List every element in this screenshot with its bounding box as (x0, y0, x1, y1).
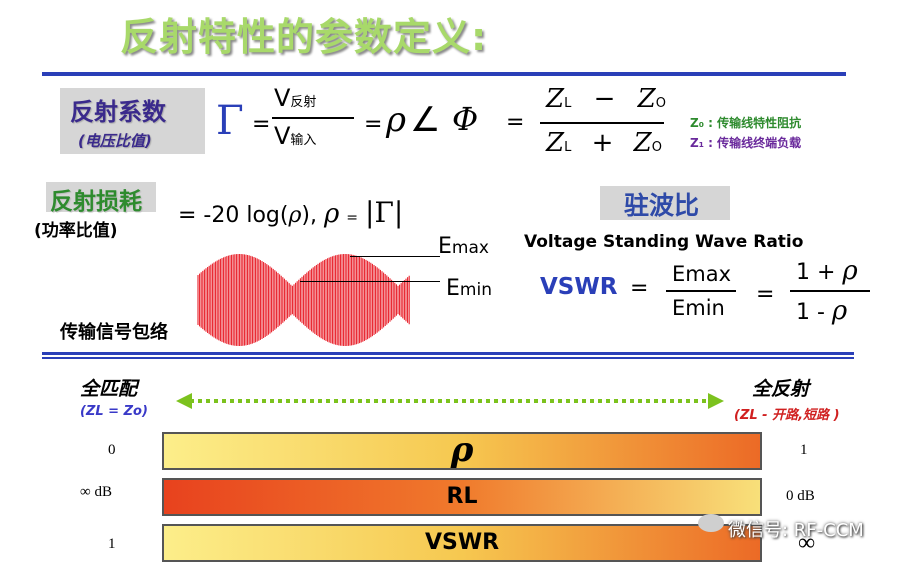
wechat-icon (698, 514, 724, 532)
rl-left-value: ∞ dB (80, 484, 112, 500)
v-input: V输入 (274, 122, 317, 150)
fraction-line-v (272, 117, 354, 119)
vswr-bar: VSWR (162, 524, 762, 562)
vswr-fraction-line-2 (790, 290, 870, 292)
eq-1: = (252, 112, 271, 137)
reflection-coefficient-label: 反射系数 (70, 98, 166, 126)
rho-symbol: ρ (386, 100, 406, 140)
return-loss-box: 反射损耗 (46, 182, 156, 215)
numerator-zl-zo: ZL − ZO (546, 84, 666, 114)
envelope-label: 传输信号包络 (60, 322, 168, 343)
fraction-line-z (540, 122, 664, 124)
vswr-right-value: ∞ (798, 530, 816, 556)
vswr-english: Voltage Standing Wave Ratio (524, 232, 804, 252)
full-reflection-title: 全反射 (752, 378, 810, 400)
mid-divider-1 (42, 352, 854, 355)
rho-right-value: 1 (800, 442, 808, 458)
rl-bar-label: RL (446, 484, 478, 509)
emin-label: Emin (446, 276, 492, 301)
vswr-bar-label: VSWR (424, 530, 500, 555)
vswr-numerator-emax: Emax (672, 262, 732, 286)
watermark: 微信号: RF-CCM (728, 520, 864, 541)
rho-left-value: 0 (108, 442, 116, 458)
top-divider (42, 72, 846, 76)
v-reflect: V反射 (274, 84, 317, 112)
rl-right-value: 0 dB (786, 488, 815, 504)
rl-bar: RL (162, 478, 762, 516)
full-match-title: 全匹配 (80, 378, 138, 400)
vswr-box-label: 驻波比 (624, 191, 700, 220)
emax-label: Emax (438, 234, 489, 259)
vswr-numerator-1-plus-rho: 1 + ρ (796, 256, 858, 286)
double-arrow (176, 393, 724, 409)
angle-symbol: ∠ (410, 100, 441, 140)
vswr-eq-2: = (756, 282, 775, 307)
emax-leader-line (350, 256, 440, 257)
vswr-denominator-emin: Emin (672, 296, 725, 320)
rho-bar-label: ρ (450, 430, 474, 470)
page-title: 反射特性的参数定义: (120, 15, 488, 59)
vswr-box: 驻波比 (600, 186, 730, 220)
emin-leader-line (300, 281, 440, 282)
vswr-name: VSWR (540, 274, 618, 300)
gamma-symbol: Γ (216, 98, 244, 144)
full-match-condition: (ZL = Zo) (80, 404, 148, 419)
phi-symbol: Φ (452, 100, 479, 138)
return-loss-label: 反射损耗 (50, 189, 142, 215)
note-load: Z₁ : 传输线终端负载 (690, 136, 802, 150)
full-reflection-condition: (ZL - 开路,短路 ) (734, 408, 840, 423)
denominator-zl-zo: ZL + ZO (546, 128, 662, 158)
reflection-coefficient-sublabel: (电压比值) (78, 132, 152, 150)
signal-envelope-graphic (197, 254, 410, 346)
rho-bar: ρ (162, 432, 762, 470)
return-loss-sublabel: (功率比值) (34, 221, 118, 241)
eq-3: = (506, 110, 525, 135)
reflection-coefficient-box: 反射系数 (电压比值) (60, 88, 205, 154)
note-characteristic-impedance: Z₀ : 传输线特性阻抗 (690, 116, 802, 130)
vswr-eq-1: = (630, 276, 649, 301)
vswr-fraction-line-1 (666, 290, 736, 292)
return-loss-formula: = -20 log(ρ), ρ = |Γ| (178, 196, 404, 229)
vswr-left-value: 1 (108, 536, 116, 552)
eq-2: = (364, 112, 383, 137)
mid-divider-2 (42, 357, 854, 359)
vswr-denominator-1-minus-rho: 1 - ρ (796, 296, 848, 326)
